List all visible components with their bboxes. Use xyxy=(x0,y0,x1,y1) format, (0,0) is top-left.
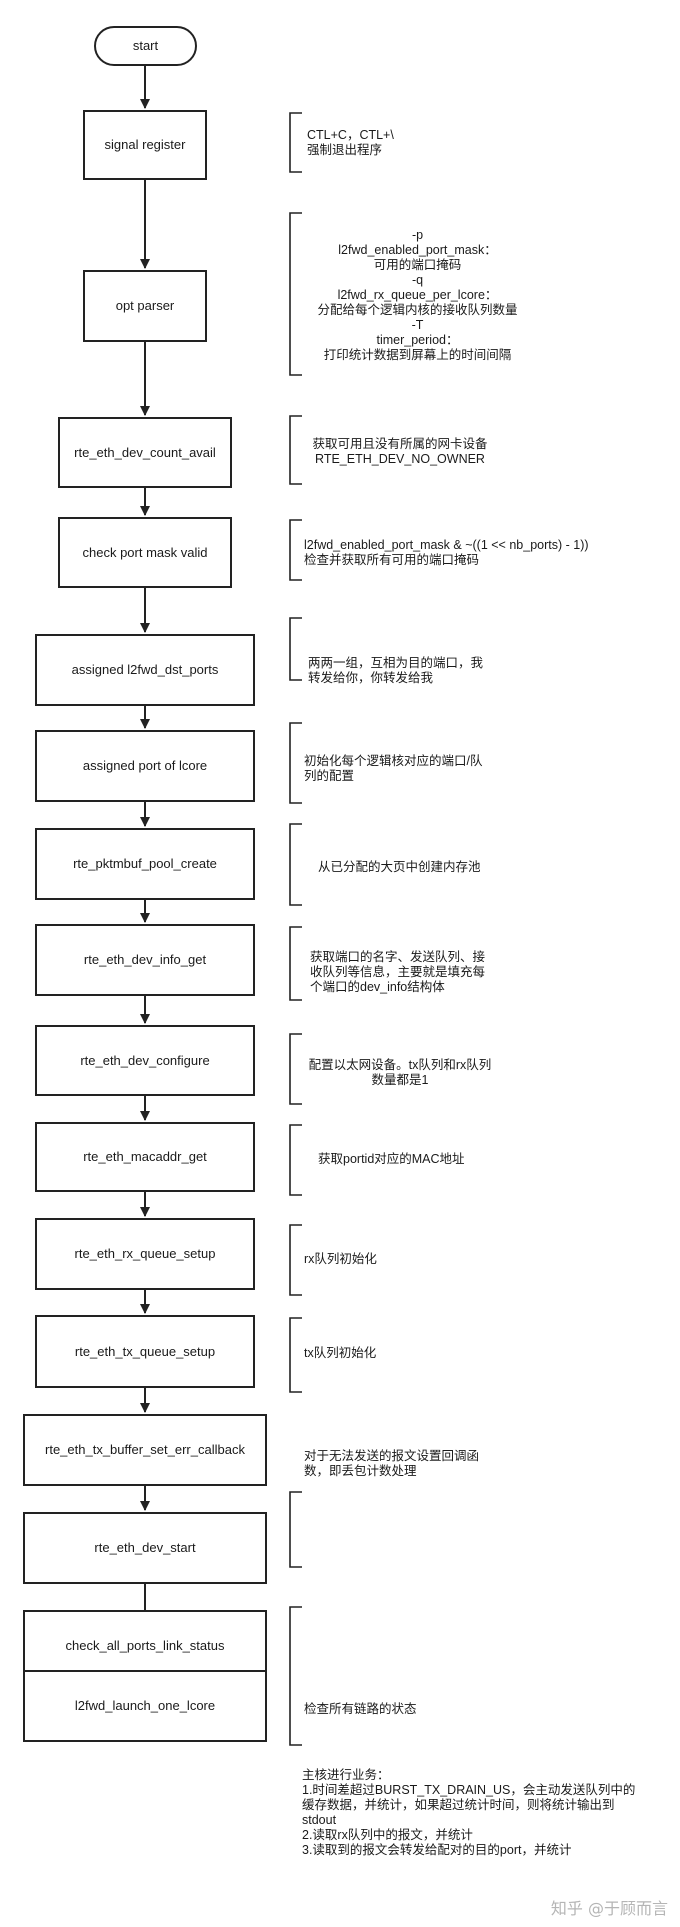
step-rte-eth-dev-info-get: rte_eth_dev_info_get xyxy=(35,924,255,996)
step-rte-eth-dev-count-avail: rte_eth_dev_count_avail xyxy=(58,417,232,488)
step-rte-eth-rx-queue-setup: rte_eth_rx_queue_setup xyxy=(35,1218,255,1290)
step-assigned-port-of-lcore: assigned port of lcore xyxy=(35,730,255,802)
note-port-of-lcore: 初始化每个逻辑核对应的端口/队 列的配置 xyxy=(304,754,483,783)
note-dev-count-avail: 获取可用且没有所属的网卡设备 RTE_ETH_DEV_NO_OWNER xyxy=(312,437,488,466)
note-dst-ports: 两两一组，互相为目的端口，我 转发给你，你转发给我 xyxy=(308,656,484,685)
note-brackets xyxy=(289,112,302,1746)
step-rte-eth-macaddr-get: rte_eth_macaddr_get xyxy=(35,1122,255,1192)
step-rte-eth-tx-buffer-set-err-callback: rte_eth_tx_buffer_set_err_callback xyxy=(23,1414,267,1486)
step-opt-parser: opt parser xyxy=(83,270,207,342)
step-start: start xyxy=(94,26,197,66)
note-signal-register: CTL+C，CTL+\ 强制退出程序 xyxy=(307,128,394,157)
note-check-port-mask: l2fwd_enabled_port_mask & ~((1 << nb_por… xyxy=(304,538,589,567)
note-macaddr-get: 获取portid对应的MAC地址 xyxy=(318,1152,465,1166)
step-check-port-mask-valid: check port mask valid xyxy=(58,517,232,588)
step-assigned-l2fwd-dst-ports: assigned l2fwd_dst_ports xyxy=(35,634,255,706)
step-rte-eth-tx-queue-setup: rte_eth_tx_queue_setup xyxy=(35,1315,255,1388)
note-launch-one-lcore: 主核进行业务： 1.时间差超过BURST_TX_DRAIN_US，会主动发送队列… xyxy=(302,1768,636,1857)
step-rte-eth-dev-configure: rte_eth_dev_configure xyxy=(35,1025,255,1096)
step-l2fwd-launch-one-lcore: l2fwd_launch_one_lcore xyxy=(23,1670,267,1742)
step-signal-register: signal register xyxy=(83,110,207,180)
note-rx-queue-setup: rx队列初始化 xyxy=(304,1252,377,1266)
note-dev-configure: 配置以太网设备。tx队列和rx队列 数量都是1 xyxy=(308,1058,492,1087)
note-tx-queue-setup: tx队列初始化 xyxy=(304,1346,377,1360)
note-link-status: 检查所有链路的状态 xyxy=(304,1702,417,1716)
step-rte-pktmbuf-pool-create: rte_pktmbuf_pool_create xyxy=(35,828,255,900)
note-opt-parser: -p l2fwd_enabled_port_mask： 可用的端口掩码 -q l… xyxy=(317,228,518,362)
step-rte-eth-dev-start: rte_eth_dev_start xyxy=(23,1512,267,1584)
note-err-callback: 对于无法发送的报文设置回调函 数，即丢包计数处理 xyxy=(304,1449,480,1478)
watermark: 知乎 @于顾而言 xyxy=(550,1899,668,1918)
note-dev-info-get: 获取端口的名字、发送队列、接 收队列等信息，主要就是填充每 个端口的dev_in… xyxy=(310,950,486,994)
note-pool-create: 从已分配的大页中创建内存池 xyxy=(318,860,481,874)
